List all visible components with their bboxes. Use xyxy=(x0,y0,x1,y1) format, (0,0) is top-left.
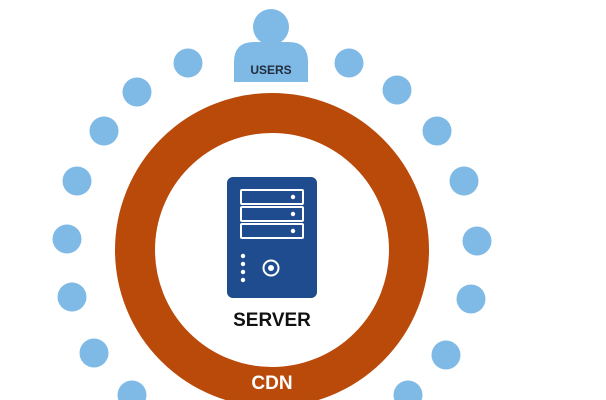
user-dot xyxy=(52,224,82,254)
cdn-ring xyxy=(115,93,429,400)
user-dot xyxy=(122,77,152,107)
user-dot xyxy=(382,75,412,105)
user-dot xyxy=(334,48,364,78)
user-dot xyxy=(117,380,147,400)
cdn-label: CDN xyxy=(251,373,292,394)
user-dot xyxy=(449,166,479,196)
user-dots xyxy=(52,48,492,400)
user-dot xyxy=(431,340,461,370)
user-icon: USERS xyxy=(234,9,308,82)
server-label: SERVER xyxy=(233,310,311,331)
user-dot xyxy=(79,338,109,368)
user-dot xyxy=(422,116,452,146)
users-label: USERS xyxy=(250,63,291,77)
user-dot xyxy=(62,166,92,196)
user-dot xyxy=(89,116,119,146)
user-dot xyxy=(57,282,87,312)
user-dot xyxy=(462,226,492,256)
server-icon xyxy=(227,177,317,298)
user-dot xyxy=(393,380,423,400)
user-dot xyxy=(456,284,486,314)
user-dot xyxy=(173,48,203,78)
